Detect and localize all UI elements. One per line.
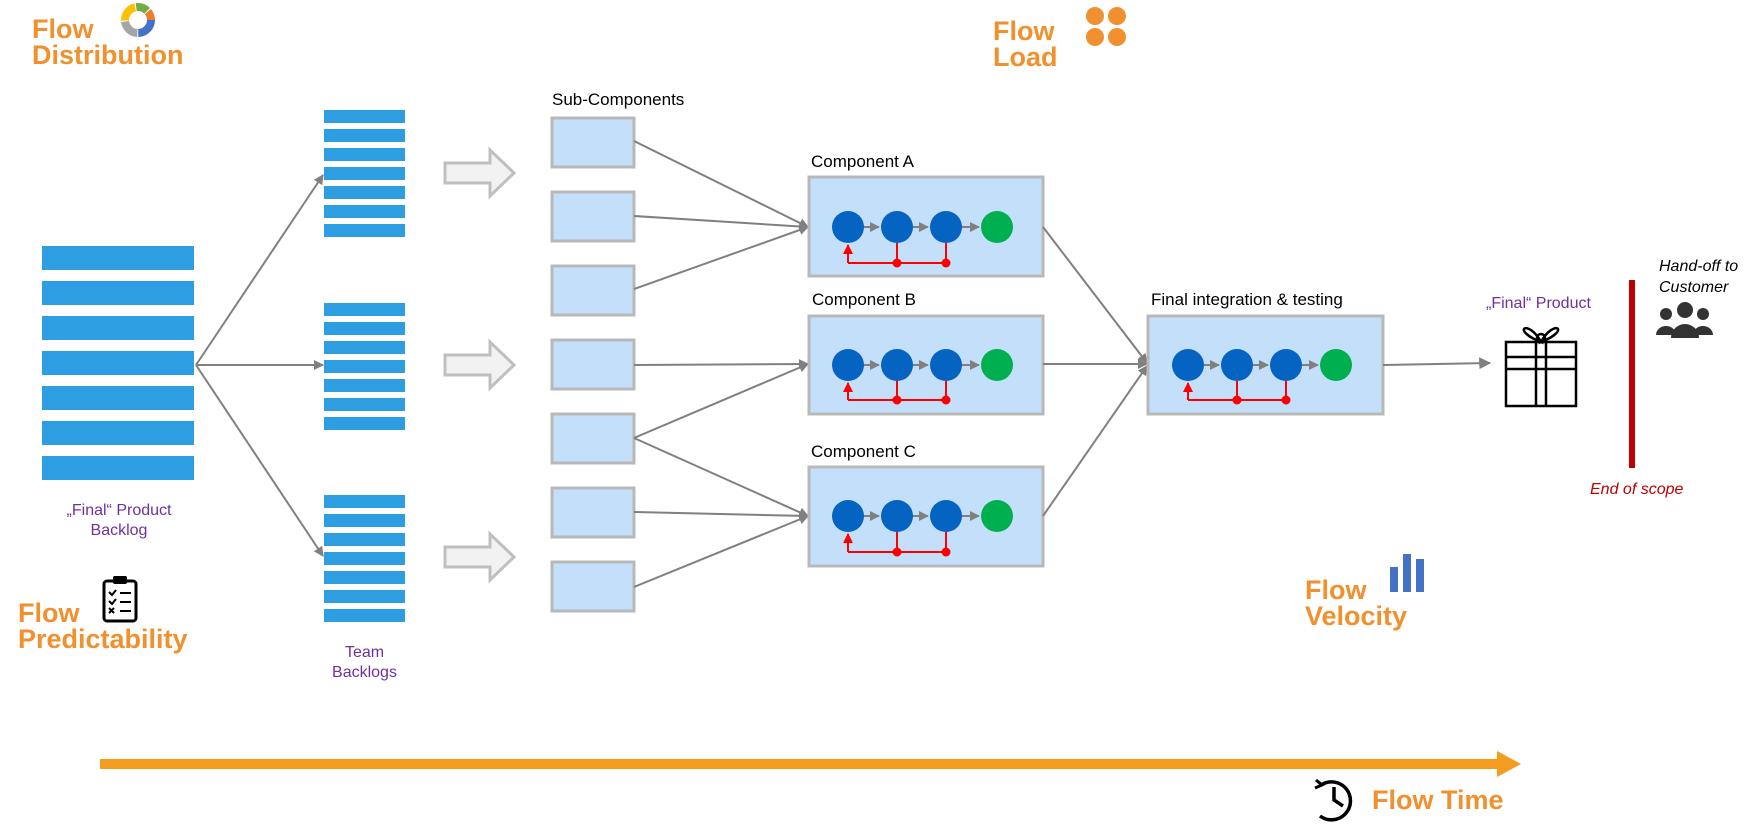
component-b-box (807, 314, 1045, 416)
flow-time-title: Flow Time (1372, 785, 1504, 815)
clipboard-checklist-icon (102, 576, 138, 623)
component-c-label: Component C (811, 442, 916, 461)
integration-arrows (1042, 226, 1148, 517)
end-of-scope-label: End of scope (1590, 481, 1684, 498)
clock-icon (1314, 778, 1353, 822)
subcomponent-arrows (633, 140, 809, 588)
final-integration-label: Final integration & testing (1151, 290, 1343, 309)
delivery-arrow (1382, 357, 1492, 370)
component-a-box (807, 175, 1045, 278)
component-b-label: Component B (812, 290, 916, 309)
flow-load-title: Flow Load (993, 16, 1058, 72)
handoff-label: Hand-off to Customer (1659, 258, 1739, 296)
gift-icon (1504, 326, 1578, 408)
flow-velocity-title: Flow Velocity (1305, 575, 1408, 631)
flow-predictability-title: Flow Predictability (18, 598, 188, 654)
product-backlog (42, 246, 194, 480)
backlog-split-arrows (195, 174, 324, 557)
block-arrows (443, 146, 517, 584)
flow-distribution-title: Flow Distribution (32, 14, 184, 70)
sub-components (550, 116, 636, 613)
people-icon (1656, 302, 1713, 338)
flow-time-arrow (100, 751, 1521, 777)
team-backlog-1 (324, 110, 405, 237)
final-product-label: „Final“ Product (1486, 295, 1591, 312)
team-backlog-2 (324, 303, 405, 430)
component-c-box (807, 465, 1045, 568)
team-backlog-3 (324, 495, 405, 622)
product-backlog-label: „Final“ Product Backlog (66, 502, 172, 539)
donut-chart-icon (121, 3, 155, 37)
four-dots-icon (1086, 7, 1126, 46)
bar-chart-icon (1390, 554, 1424, 592)
team-backlogs-label: Team Backlogs (332, 644, 397, 681)
component-a-label: Component A (811, 152, 915, 171)
final-integration-box (1146, 314, 1385, 416)
sub-components-label: Sub-Components (552, 90, 685, 109)
